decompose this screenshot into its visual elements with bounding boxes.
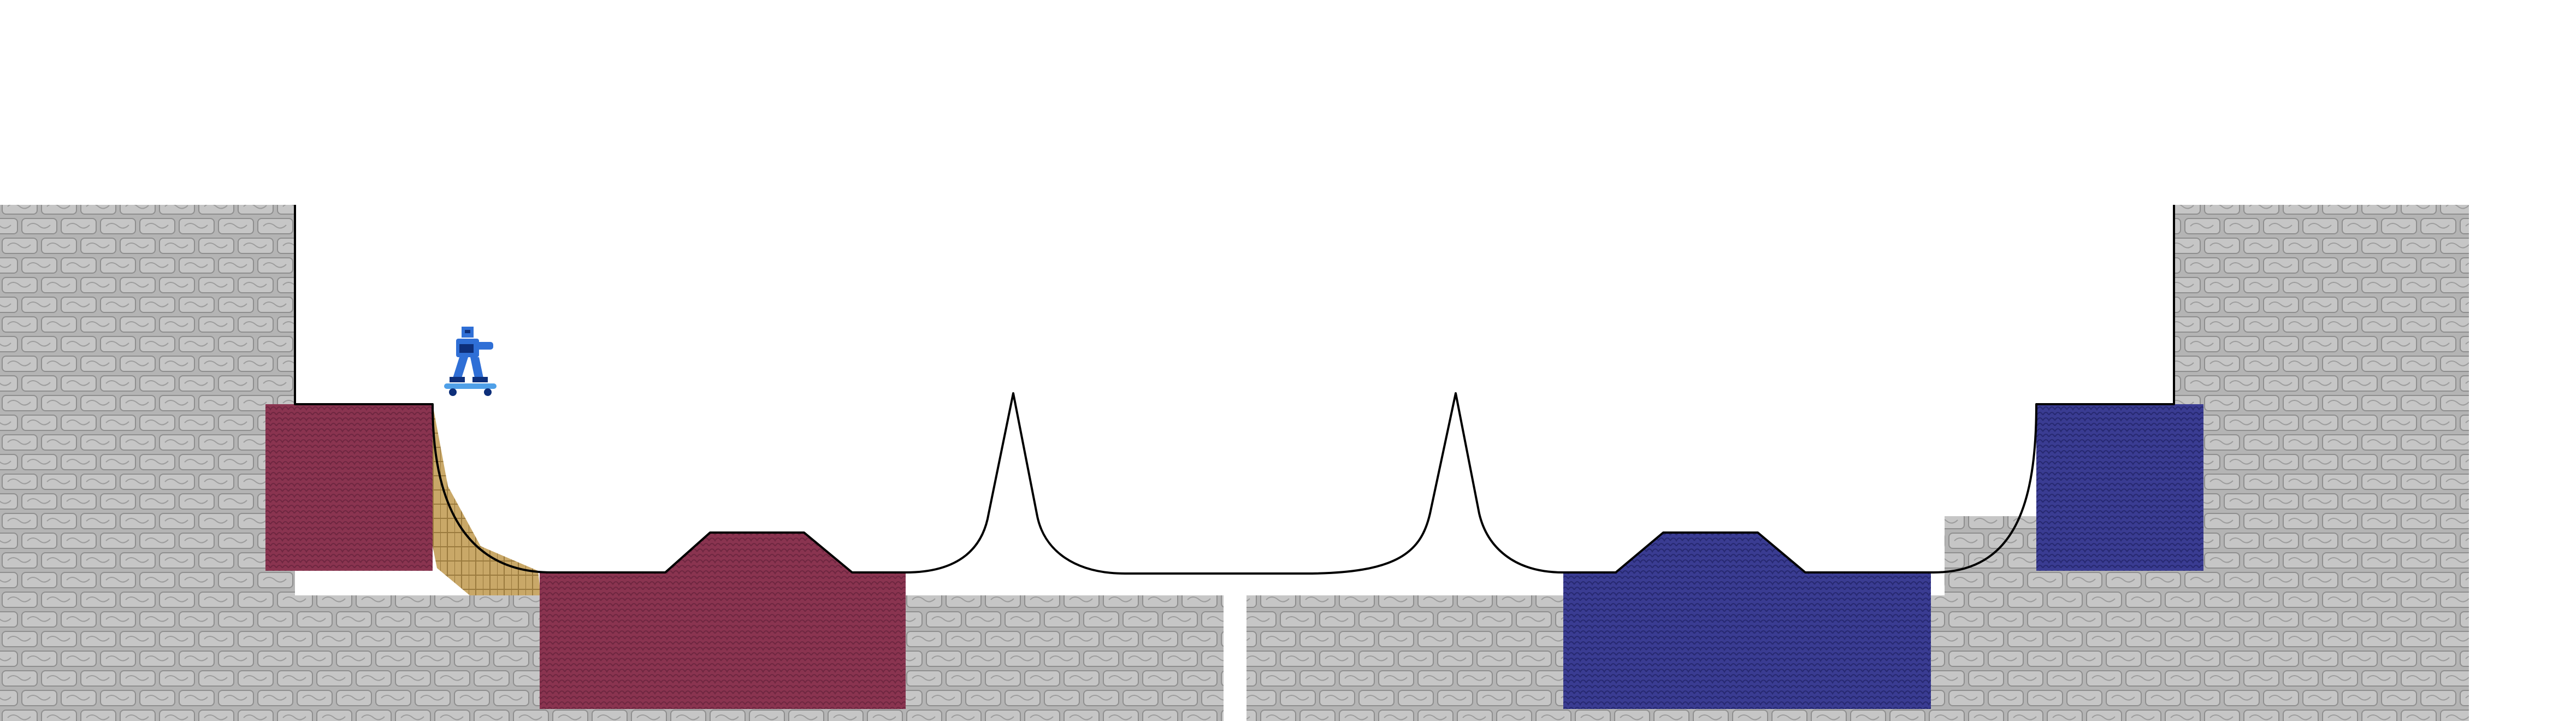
- wooden-ramp-support: [433, 404, 541, 595]
- red-team-upper-block: [265, 404, 433, 571]
- robot-skater-icon: [444, 327, 497, 396]
- blue-team-base-block: [1563, 533, 1931, 709]
- red-team-base-block: [540, 533, 906, 709]
- blue-team-upper-block: [2036, 404, 2203, 571]
- player-skater[interactable]: [444, 327, 497, 396]
- halfpipe-ramp-outline: [294, 205, 2175, 575]
- left-stone-wall: [0, 205, 295, 721]
- right-stone-wall: [1945, 205, 2469, 721]
